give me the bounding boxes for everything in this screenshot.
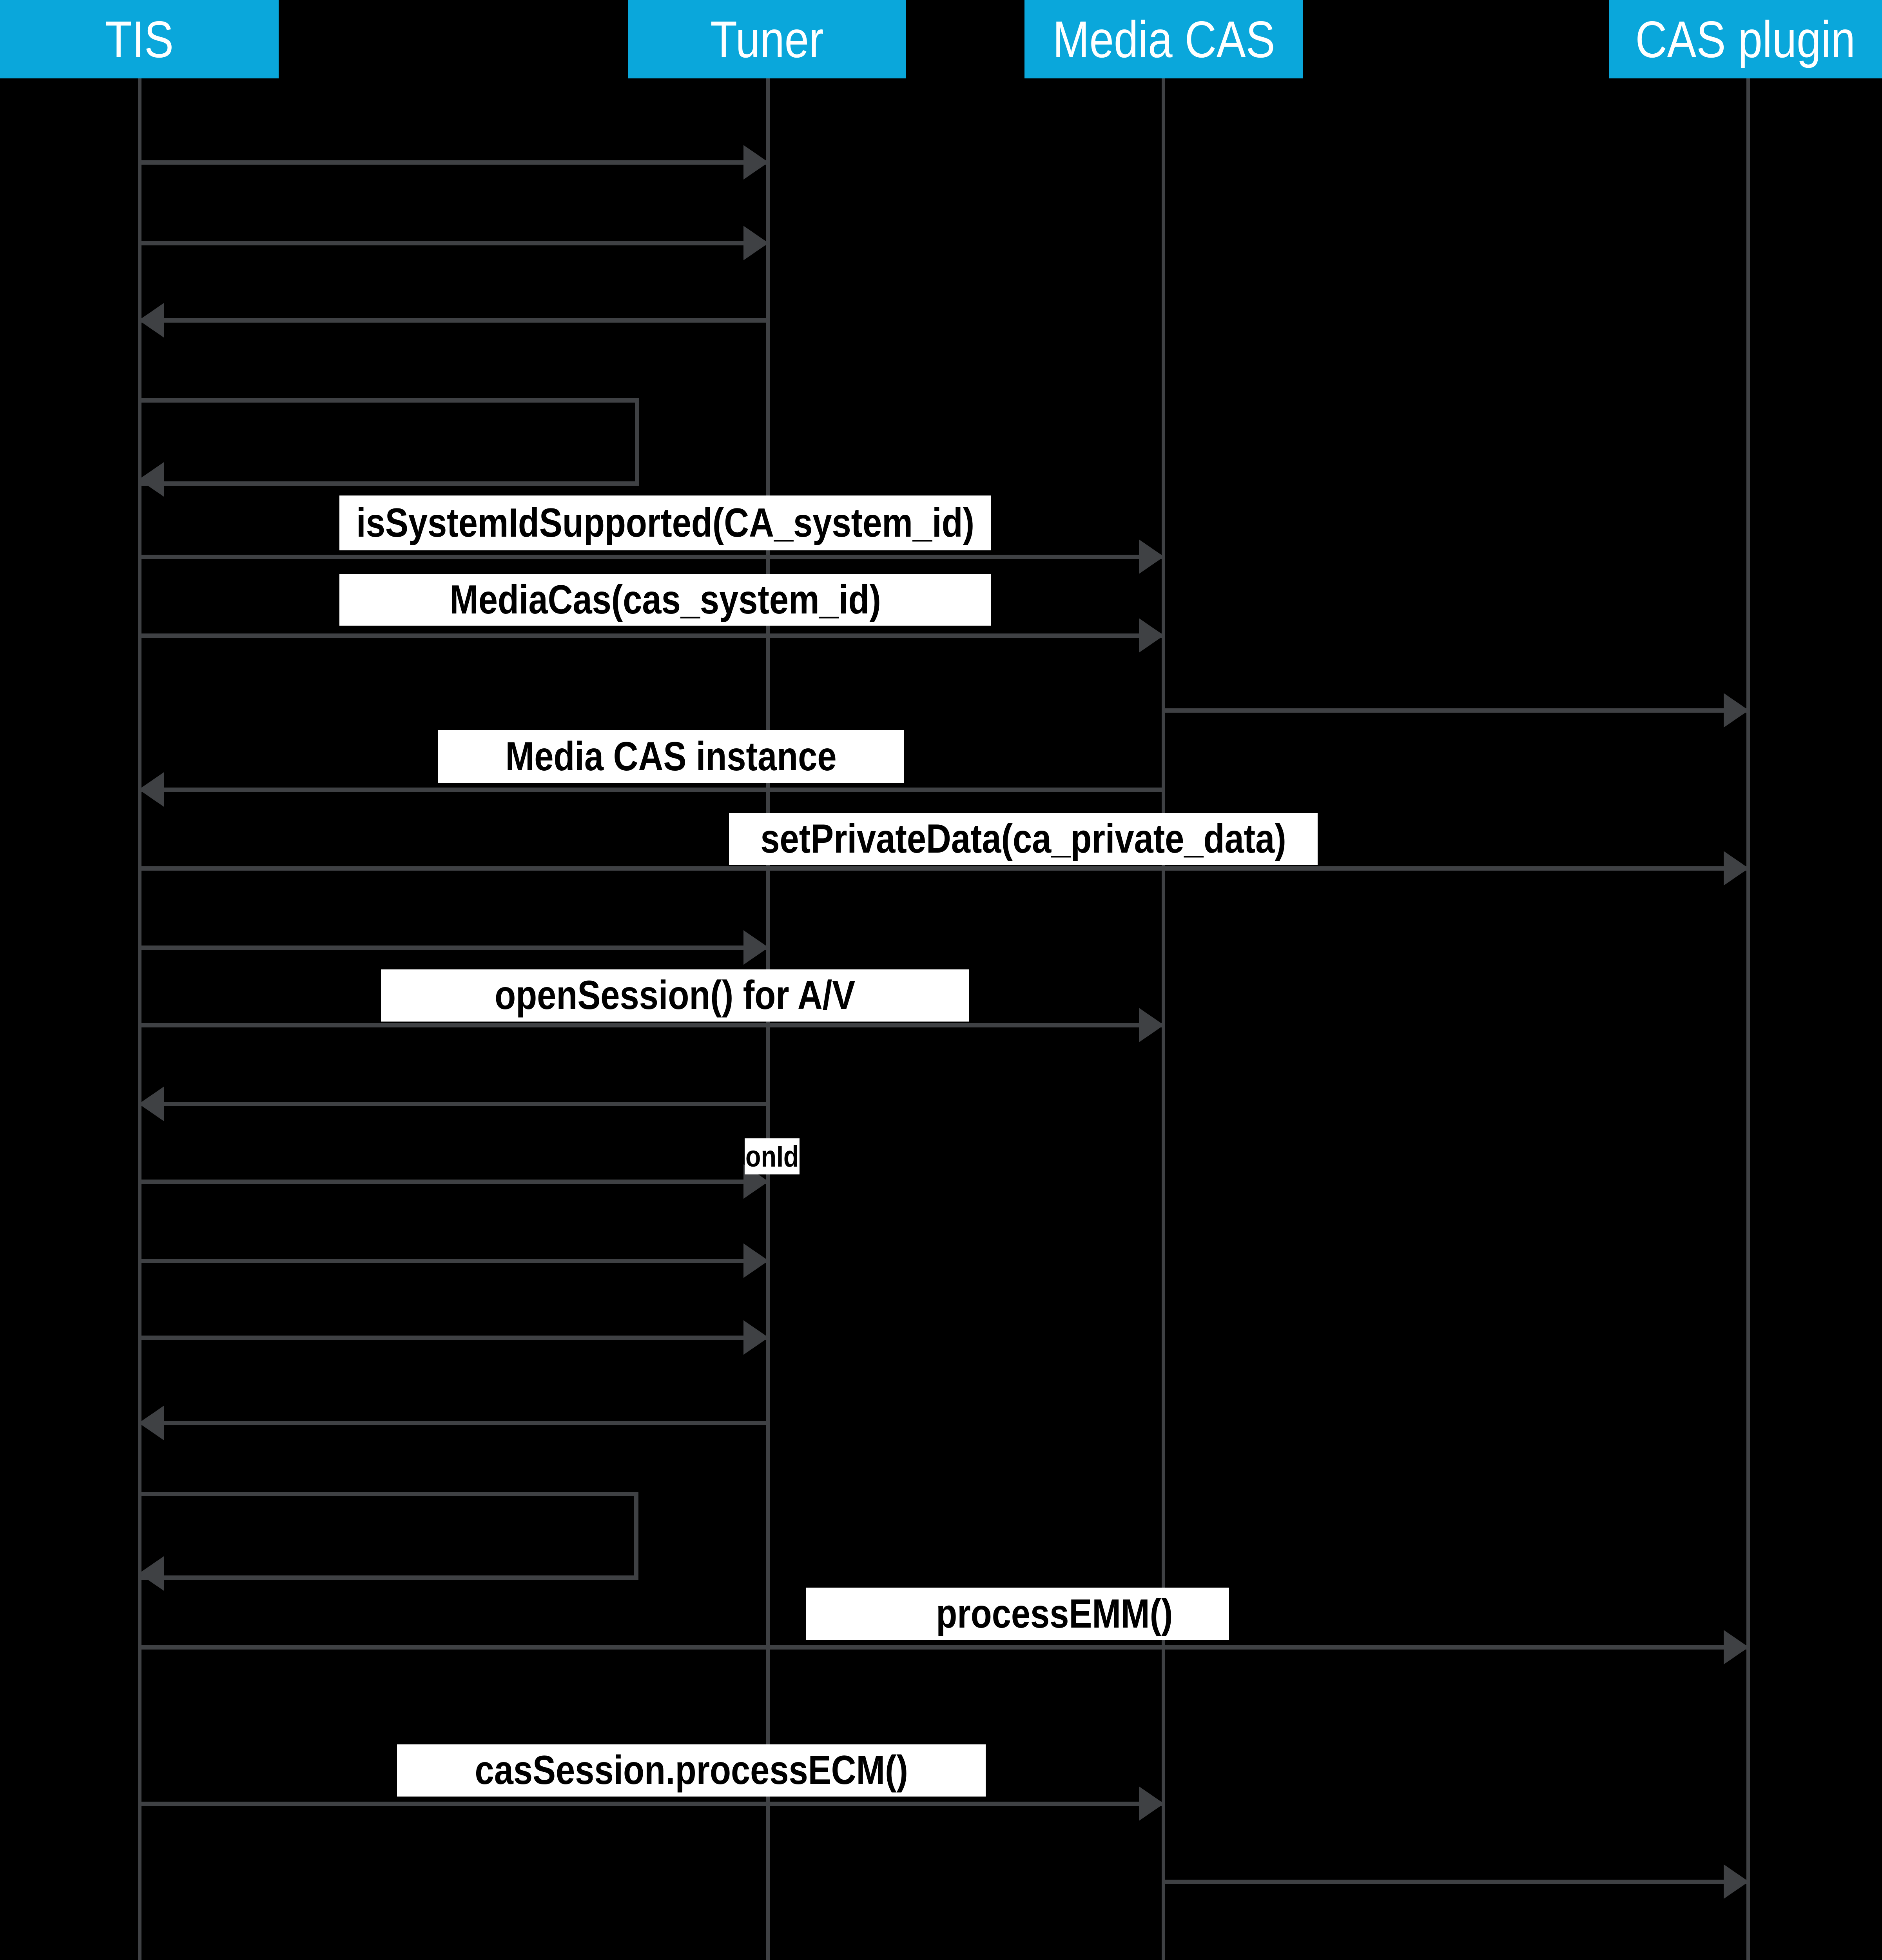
- label-media-cas-instance: Media CAS instance: [438, 730, 904, 783]
- participant-top-cas-plugin: CAS plugin: [1609, 0, 1882, 78]
- arrowhead-left-icon: [139, 1406, 164, 1440]
- arrow-mediacas-to-casplugin-2: [1163, 1864, 1749, 1899]
- arrowhead-right-icon: [1139, 618, 1164, 653]
- participant-top-tis: TIS: [0, 0, 279, 78]
- label-is-system-id-supported: isSystemIdSupported(CA_system_id): [339, 495, 991, 550]
- arrow-tis-to-mediacas-processecm: [140, 1786, 1164, 1821]
- label-process-ecm: casSession.processECM(): [397, 1744, 986, 1797]
- arrow-tis-to-tuner-5: [140, 1243, 769, 1278]
- arrow-mediacas-to-tis-instance: [139, 772, 1163, 807]
- arrowhead-left-icon: [139, 772, 164, 807]
- arrow-tis-to-tuner-6: [140, 1320, 769, 1355]
- arrowhead-right-icon: [743, 930, 769, 965]
- arrow-tuner-to-tis-1: [139, 303, 768, 338]
- arrowhead-right-icon: [1139, 539, 1164, 574]
- lifeline-tis: [138, 78, 141, 1960]
- arrow-tis-to-casplugin-processemm: [140, 1630, 1749, 1664]
- arrowhead-right-icon: [743, 226, 769, 260]
- arrow-mediacas-to-casplugin-1: [1163, 693, 1749, 728]
- arrow-tis-to-mediacas-issystemid: [140, 539, 1164, 574]
- arrow-tis-to-mediacas-opensession: [140, 1008, 1164, 1042]
- label-set-private-data: setPrivateData(ca_private_data): [729, 813, 1318, 865]
- arrowhead-right-icon: [1724, 851, 1749, 886]
- arrowhead-left-icon: [139, 1087, 164, 1121]
- participant-top-tuner: Tuner: [628, 0, 906, 78]
- arrowhead-right-icon: [1724, 1630, 1749, 1664]
- arrowhead-right-icon: [1724, 693, 1749, 728]
- label-on-id: onId: [745, 1138, 800, 1174]
- arrowhead-left-icon: [139, 303, 164, 338]
- arrowhead-right-icon: [1724, 1864, 1749, 1899]
- arrow-tis-to-tuner-1: [140, 145, 769, 180]
- participant-top-media-cas: Media CAS: [1024, 0, 1303, 78]
- arrow-tuner-to-tis-3: [139, 1406, 768, 1440]
- arrowhead-left-icon: [139, 1556, 164, 1591]
- arrow-tis-to-mediacas-mediacas: [140, 618, 1164, 653]
- self-loop-tis-2: [139, 1492, 638, 1591]
- arrow-tis-to-tuner-3: [140, 930, 769, 965]
- arrow-tis-to-tuner-4: [140, 1164, 769, 1199]
- arrow-tuner-to-tis-2: [139, 1087, 768, 1121]
- arrowhead-right-icon: [1139, 1008, 1164, 1042]
- arrowhead-right-icon: [743, 1243, 769, 1278]
- arrow-tis-to-tuner-2: [140, 226, 769, 260]
- label-open-session: openSession() for A/V: [381, 969, 969, 1022]
- arrowhead-right-icon: [1139, 1786, 1164, 1821]
- self-loop-tis-1: [139, 398, 639, 497]
- lifeline-cas-plugin: [1746, 78, 1750, 1960]
- arrowhead-right-icon: [743, 145, 769, 180]
- arrow-tis-to-casplugin-setprivatedata: [140, 851, 1749, 886]
- label-media-cas-constructor: MediaCas(cas_system_id): [339, 574, 991, 626]
- label-process-emm: processEMM(): [806, 1588, 1229, 1640]
- arrowhead-right-icon: [743, 1320, 769, 1355]
- arrowhead-left-icon: [139, 462, 164, 497]
